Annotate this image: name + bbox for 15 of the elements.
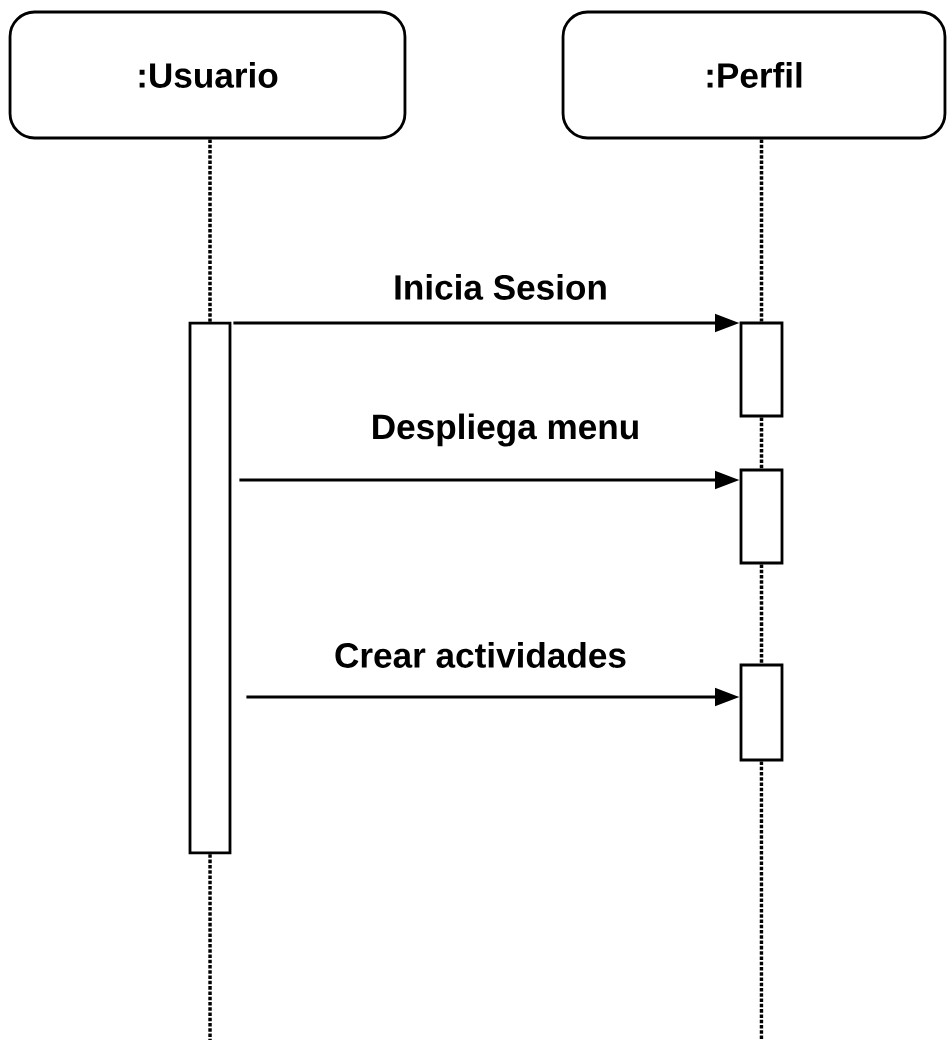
activation-bar — [739, 663, 784, 762]
lifeline — [759, 417, 764, 469]
lifeline — [759, 564, 764, 664]
lifeline — [208, 139, 212, 322]
activation-bar — [188, 321, 232, 855]
lifeline-head-box: :Usuario — [8, 10, 407, 140]
lifeline-head-box: :Perfil — [561, 10, 947, 140]
activation-bar — [739, 321, 784, 418]
lifeline — [208, 854, 212, 1040]
edge-label: Crear actividades — [335, 642, 626, 668]
edge-label: Despliega menu — [373, 413, 638, 447]
lifeline — [759, 761, 764, 1040]
edge-label: Inicia Sesion — [395, 274, 606, 300]
lifeline — [759, 139, 764, 322]
activation-bar — [739, 468, 784, 565]
